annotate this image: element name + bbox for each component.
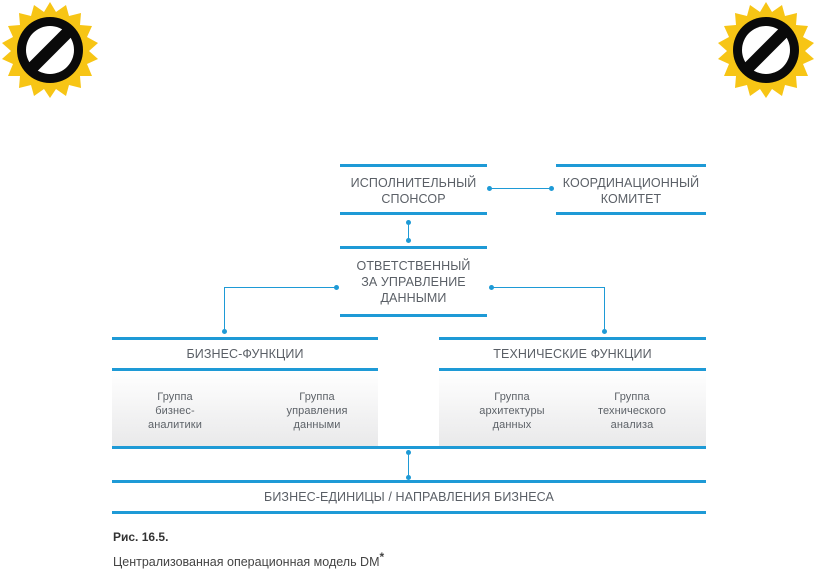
sponsor-top-line [340,164,487,167]
technical-functions-panel [439,371,706,446]
connector-dot [222,329,227,334]
committee-bottom-line [556,212,706,215]
technical-functions-top-line [439,337,706,340]
connector-dot [334,285,339,290]
no-entry-seal-icon [2,2,98,98]
business-units-top-line [112,480,706,483]
connector-dot [406,475,411,480]
figure-number: Рис. 16.5. [113,530,169,544]
sponsor-label: ИСПОЛНИТЕЛЬНЫЙ СПОНСОР [350,176,477,206]
business-analytics-group: Группа бизнес- аналитики [148,391,202,431]
figure-caption-text: Централизованная операционная модель DM [113,555,380,569]
connector-dot [406,238,411,243]
data-architecture-group: Группа архитектуры данных [479,391,545,431]
technical-analysis-group: Группа технического анализа [597,391,666,431]
sponsor-bottom-line [340,212,487,215]
right-branch-connector [604,287,605,330]
connector-dot [489,285,494,290]
no-entry-seal-icon [718,2,814,98]
middle-full-line [112,446,706,449]
figure-caption: Централизованная операционная модель DM* [113,550,384,569]
business-functions-title: БИЗНЕС-ФУНКЦИИ [186,347,304,361]
responsible-top-line [340,246,487,249]
technical-functions-title: ТЕХНИЧЕСКИЕ ФУНКЦИИ [493,347,652,361]
business-functions-divider [112,368,378,371]
left-branch-connector [224,287,336,288]
business-functions-top-line [112,337,378,340]
responsible-label: ОТВЕТСТВЕННЫЙ ЗА УПРАВЛЕНИЕ ДАННЫМИ [356,259,471,305]
data-management-group: Группа управления данными [286,391,348,431]
footnote-mark: * [379,550,385,564]
business-units-bottom-line [112,511,706,514]
functions-units-connector [408,452,409,477]
connector-dot [549,186,554,191]
technical-functions-divider [439,368,706,371]
left-branch-connector [224,287,225,330]
connector-dot [487,186,492,191]
connector-dot [602,329,607,334]
sponsor-responsible-connector [408,222,409,240]
business-functions-panel [112,371,378,446]
right-branch-connector [492,287,605,288]
responsible-bottom-line [340,314,487,317]
committee-top-line [556,164,706,167]
committee-label: КООРДИНАЦИОННЫЙ КОМИТЕТ [562,176,700,206]
sponsor-committee-connector [490,188,552,189]
business-units-label: БИЗНЕС-ЕДИНИЦЫ / НАПРАВЛЕНИЯ БИЗНЕСА [264,490,554,504]
